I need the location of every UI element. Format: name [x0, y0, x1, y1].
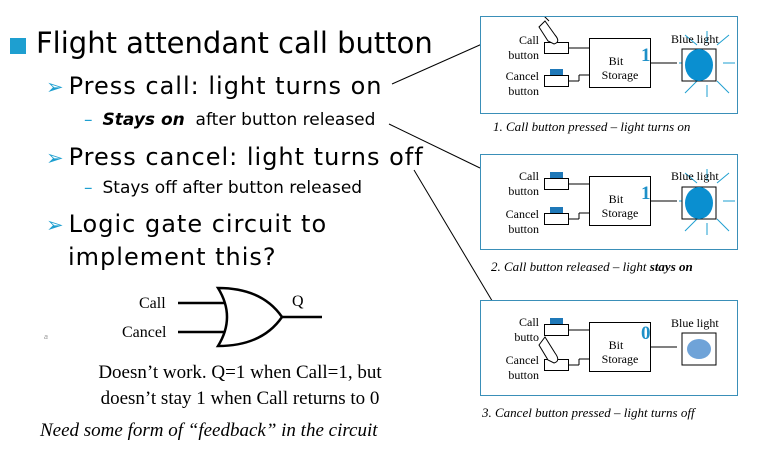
call-button: [544, 178, 569, 190]
arrow-bullet-icon: ➢: [46, 146, 65, 170]
bit-value: 1: [641, 45, 651, 66]
sub-bullet-stays-on: –Stays on after button released: [84, 110, 375, 130]
gate-input-call-label: Call: [139, 295, 166, 312]
blue-light-off: [687, 339, 711, 359]
panel-wires: [569, 169, 735, 235]
cancel-button-cap: [550, 69, 563, 75]
bullet-text: Press call: light turns on: [68, 72, 383, 100]
cancel-button-cap: [550, 207, 563, 213]
title-bullet-square: [10, 38, 26, 54]
call-button-cap: [550, 318, 563, 324]
slide-title: Flight attendant call button: [36, 26, 433, 60]
dash-bullet: –: [84, 178, 93, 198]
blue-light-label: Blue light: [671, 316, 719, 330]
bit-storage-box: Bit Storage: [589, 322, 651, 372]
cancel-button: [544, 75, 569, 87]
bullet-logic-gate: ➢Logic gate circuit to: [46, 210, 327, 238]
call-button: [544, 324, 569, 336]
bit-value: 1: [641, 183, 651, 204]
caption-emphasis: stays on: [649, 259, 693, 274]
blue-light-on: [685, 49, 713, 81]
cancel-button: [544, 213, 569, 225]
gate-output-q-label: Q: [292, 293, 304, 310]
note-line-1: Doesn’t work. Q=1 when Call=1, but: [98, 362, 382, 383]
arrow-bullet-icon: ➢: [46, 75, 65, 99]
sub-bullet-text: after button released: [195, 110, 376, 130]
bullet-text: Logic gate circuit to: [68, 210, 328, 238]
note-line-2: doesn’t stay 1 when Call returns to 0: [100, 388, 380, 409]
small-mark: a: [44, 334, 48, 341]
bullet-text: Press cancel: light turns off: [68, 143, 424, 171]
emphasis-stays-on: Stays on: [102, 110, 185, 130]
sub-bullet-text: Stays off after button released: [102, 178, 363, 198]
panel-3-caption: 3. Cancel button pressed – light turns o…: [482, 405, 695, 420]
sub-bullet-stays-off: –Stays off after button released: [84, 178, 362, 198]
blue-light-label: Blue light: [671, 32, 719, 46]
panel-2-caption: 2. Call button released – light stays on: [491, 259, 693, 274]
panel-1-caption: 1. Call button pressed – light turns on: [493, 119, 691, 134]
blue-light-label: Blue light: [671, 169, 719, 183]
dash-bullet: –: [84, 110, 93, 130]
call-button-cap: [550, 172, 563, 178]
bit-storage-box: Bit Storage: [589, 38, 651, 88]
bullet-press-call: ➢Press call: light turns on: [46, 72, 382, 100]
bullet-logic-gate-cont: implement this?: [68, 243, 277, 271]
bit-value: 0: [641, 323, 651, 344]
panel-wires: [538, 17, 735, 97]
blue-light-on: [685, 187, 713, 219]
arrow-bullet-icon: ➢: [46, 213, 65, 237]
bit-storage-box: Bit Storage: [589, 176, 651, 226]
or-gate-diagram: [178, 286, 322, 348]
note-doesnt-work: Doesn’t work. Q=1 when Call=1, but doesn…: [60, 360, 420, 412]
bullet-press-cancel: ➢Press cancel: light turns off: [46, 143, 424, 171]
panel-wires: [538, 329, 717, 366]
note-feedback: Need some form of “feedback” in the circ…: [40, 420, 378, 441]
gate-input-cancel-label: Cancel: [122, 324, 167, 341]
